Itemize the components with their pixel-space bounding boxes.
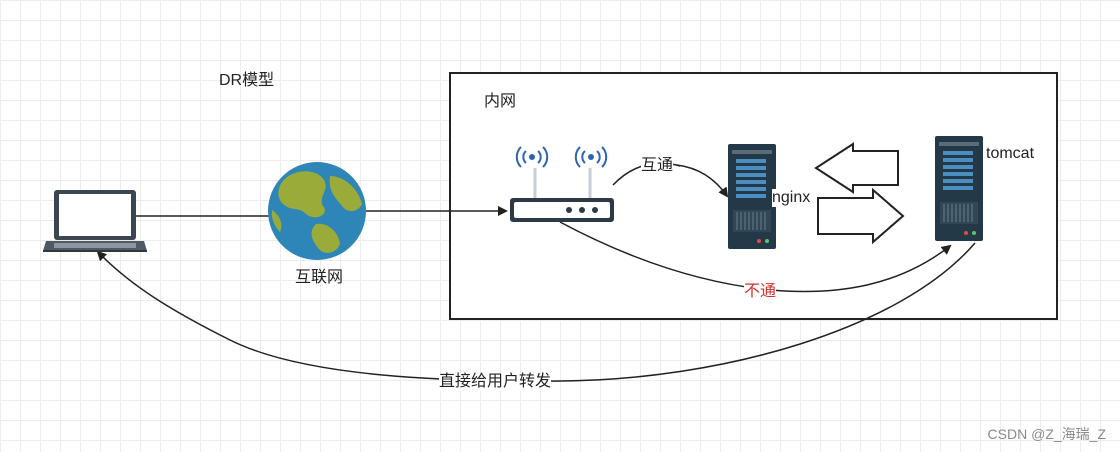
tomcat-server-icon: [935, 136, 983, 241]
watermark: CSDN @Z_海瑞_Z: [987, 426, 1106, 442]
tomcat-label: tomcat: [986, 145, 1035, 162]
intranet-label: 内网: [484, 93, 517, 110]
direct-forward-label: 直接给用户转发: [439, 373, 552, 391]
internet-globe-icon: [268, 162, 366, 260]
nginx-server-icon: [728, 144, 776, 249]
arrow-left-icon: [814, 142, 899, 194]
arrow-right-icon: [817, 187, 905, 245]
nginx-label: nginx: [772, 189, 811, 207]
router-icon: [510, 146, 614, 222]
internet-label: 互联网: [295, 269, 344, 286]
router-wifi-right-icon: [574, 146, 608, 168]
router-wifi-left-icon: [515, 146, 549, 168]
blocked-label: 不通: [744, 283, 777, 301]
router-nginx-link-arrow: [676, 164, 729, 198]
diagram-title: DR模型: [219, 72, 275, 89]
connected-label: 互通: [641, 157, 674, 175]
laptop-icon: [43, 190, 147, 252]
